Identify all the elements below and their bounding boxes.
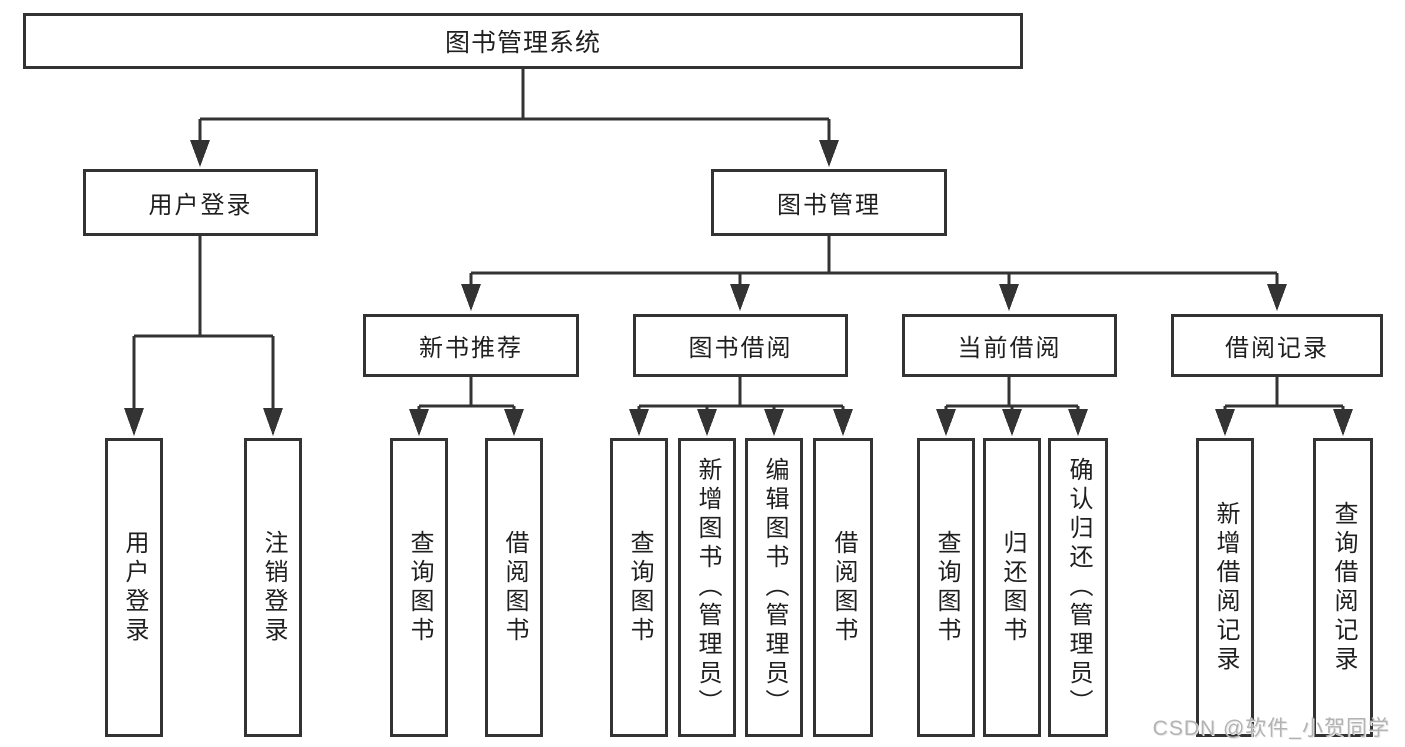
leaf-return-books-label: 归还图书 <box>999 529 1026 646</box>
csdn-watermark: CSDN @软件_小贺同学 <box>1152 717 1390 740</box>
node-new-book-recommend-label: 新书推荐 <box>419 335 523 362</box>
leaf-borrow-books-label: 借阅图书 <box>830 529 857 646</box>
leaf-edit-books-admin: 编辑图书（管理员） <box>745 438 803 737</box>
node-book-borrow: 图书借阅 <box>633 314 848 377</box>
node-user-login-group: 用户登录 <box>83 169 318 236</box>
leaf-borrow-books: 借阅图书 <box>813 438 873 737</box>
leaf-query-borrow-record: 查询借阅记录 <box>1313 438 1373 737</box>
leaf-add-borrow-record-label: 新增借阅记录 <box>1212 500 1239 675</box>
leaf-recommend-query-books: 查询图书 <box>390 438 448 737</box>
node-current-borrow-label: 当前借阅 <box>957 335 1062 362</box>
leaf-add-borrow-record: 新增借阅记录 <box>1196 438 1254 737</box>
node-root-library-system: 图书管理系统 <box>23 13 1023 69</box>
leaf-user-login: 用户登录 <box>105 438 163 737</box>
node-user-login-group-label: 用户登录 <box>148 192 253 219</box>
node-root-label: 图书管理系统 <box>444 29 601 57</box>
leaf-add-books-admin: 新增图书（管理员） <box>678 438 736 737</box>
connector-borrow-records-children <box>1215 377 1353 436</box>
leaf-query-borrow-record-label: 查询借阅记录 <box>1330 500 1357 675</box>
node-book-management: 图书管理 <box>711 169 947 236</box>
node-new-book-recommend: 新书推荐 <box>363 314 579 377</box>
leaf-current-query-books: 查询图书 <box>917 438 975 737</box>
leaf-return-books: 归还图书 <box>983 438 1041 737</box>
node-book-management-label: 图书管理 <box>777 192 881 219</box>
node-current-borrow: 当前借阅 <box>902 314 1117 377</box>
connector-current-borrow-children <box>936 377 1088 436</box>
connector-root-to-level2 <box>190 69 839 167</box>
leaf-user-login-label: 用户登录 <box>121 529 148 646</box>
connector-new-book-recommend-children <box>409 377 524 436</box>
leaf-confirm-return-admin: 确认归还（管理员） <box>1048 438 1108 737</box>
leaf-current-query-books-label: 查询图书 <box>933 529 960 646</box>
leaf-borrow-query-books-label: 查询图书 <box>626 529 653 646</box>
connector-user-login-children <box>124 236 283 436</box>
leaf-recommend-borrow-books-label: 借阅图书 <box>501 529 528 646</box>
node-book-borrow-label: 图书借阅 <box>688 335 793 362</box>
node-borrow-records-label: 借阅记录 <box>1225 335 1329 362</box>
leaf-logout-label: 注销登录 <box>260 529 287 646</box>
node-borrow-records: 借阅记录 <box>1171 314 1383 377</box>
leaf-logout: 注销登录 <box>244 438 302 737</box>
leaf-add-books-admin-label: 新增图书（管理员） <box>694 457 721 718</box>
connector-book-management-children <box>461 236 1287 311</box>
leaf-confirm-return-admin-label: 确认归还（管理员） <box>1065 457 1092 718</box>
connector-book-borrow-children <box>629 377 853 436</box>
leaf-edit-books-admin-label: 编辑图书（管理员） <box>761 457 788 718</box>
leaf-borrow-query-books: 查询图书 <box>610 438 668 737</box>
leaf-recommend-borrow-books: 借阅图书 <box>485 438 543 737</box>
leaf-recommend-query-books-label: 查询图书 <box>406 529 433 646</box>
